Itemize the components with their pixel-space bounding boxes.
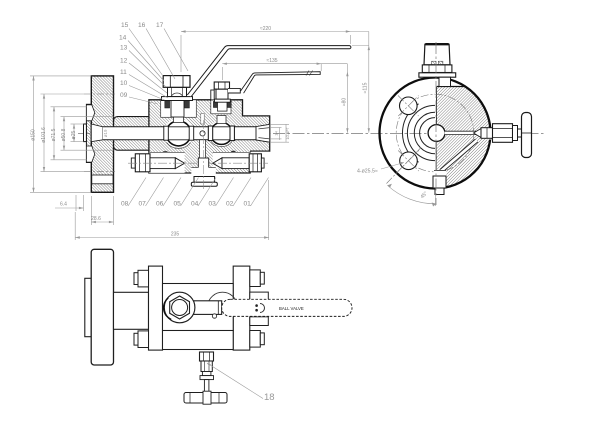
svg-text:≈220: ≈220	[260, 26, 271, 32]
svg-text:05: 05	[174, 201, 182, 208]
svg-text:≈135: ≈135	[266, 58, 277, 64]
svg-text:28.6: 28.6	[91, 216, 101, 222]
svg-text:02: 02	[226, 201, 234, 208]
svg-text:BALL VALVE: BALL VALVE	[279, 306, 304, 311]
svg-text:08: 08	[121, 201, 129, 208]
svg-text:ø25: ø25	[71, 130, 77, 139]
svg-text:≈80: ≈80	[341, 98, 347, 107]
svg-text:06: 06	[156, 201, 164, 208]
svg-text:ø150: ø150	[31, 129, 37, 141]
svg-text:11: 11	[120, 69, 127, 76]
svg-text:6.4: 6.4	[60, 202, 67, 208]
svg-text:17: 17	[156, 22, 164, 29]
svg-text:ø50.8: ø50.8	[61, 128, 67, 141]
svg-text:ø71.5: ø71.5	[51, 128, 57, 141]
svg-text:ø19: ø19	[103, 129, 108, 137]
svg-text:03: 03	[209, 201, 217, 208]
svg-text:235: 235	[171, 232, 180, 238]
svg-text:13: 13	[120, 45, 128, 52]
svg-text:12: 12	[120, 58, 128, 65]
svg-text:16: 16	[138, 22, 146, 29]
svg-text:09: 09	[120, 92, 128, 99]
svg-text:14: 14	[119, 35, 127, 42]
svg-text:4-ø25.5≈: 4-ø25.5≈	[357, 169, 378, 175]
svg-text:10: 10	[120, 80, 128, 87]
svg-text:1/2-NPT: 1/2-NPT	[286, 128, 290, 140]
svg-text:04: 04	[191, 201, 199, 208]
svg-text:18: 18	[264, 392, 275, 403]
svg-text:01: 01	[244, 201, 252, 208]
svg-text:07: 07	[139, 201, 147, 208]
svg-text:≈115: ≈115	[363, 82, 369, 93]
svg-text:45°: 45°	[419, 190, 429, 200]
svg-text:ø101.6: ø101.6	[41, 127, 47, 143]
svg-text:15: 15	[121, 22, 129, 29]
svg-text:1/4: 1/4	[275, 131, 279, 136]
